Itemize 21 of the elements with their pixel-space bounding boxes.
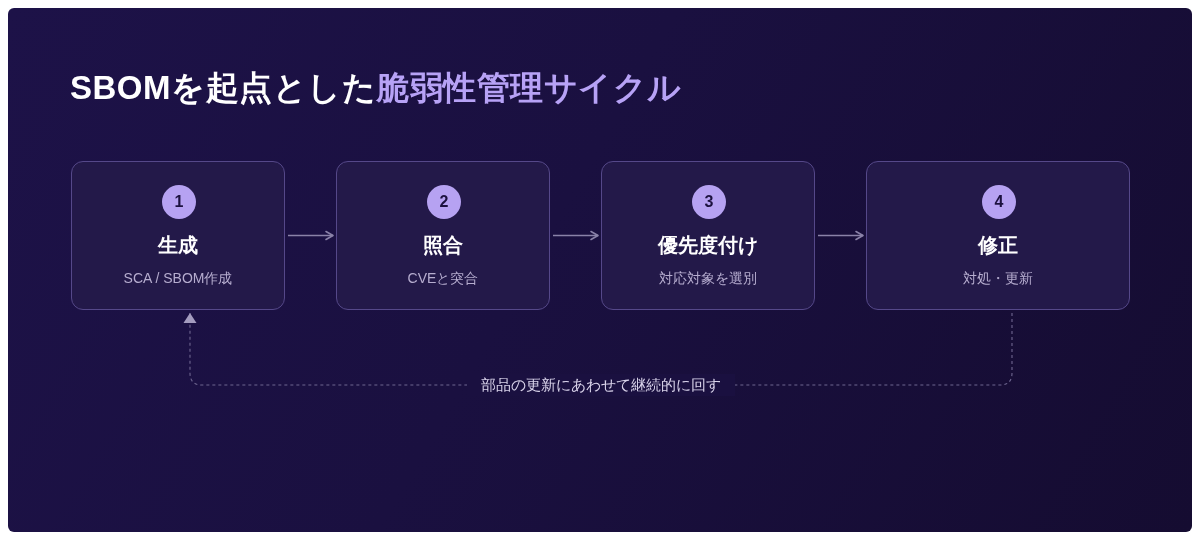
number-badge: 3: [692, 185, 726, 219]
step-box: [601, 161, 815, 310]
step-title: 生成: [158, 233, 198, 258]
step-title: 修正: [978, 233, 1018, 258]
number-badge: 1: [162, 185, 196, 219]
step-description: 対応対象を選別: [659, 269, 757, 288]
number-badge: 4: [982, 185, 1016, 219]
step-description: 対処・更新: [963, 269, 1033, 288]
step-description: CVEと突合: [407, 269, 479, 288]
step-title: 優先度付け: [658, 233, 758, 258]
number-badge: 2: [427, 185, 461, 219]
step-description: SCA / SBOM作成: [123, 269, 233, 288]
arrow: [287, 230, 334, 241]
step-box: [866, 161, 1130, 310]
edge-label: 部品の更新にあわせて継続的に回す: [467, 374, 735, 396]
arrow: [817, 230, 864, 241]
title: SBOMを起点とした脆弱性管理サイクル: [70, 68, 682, 108]
step-box: [71, 161, 285, 310]
step-box: [336, 161, 550, 310]
arrow: [552, 230, 599, 241]
step-title: 照合: [423, 233, 463, 258]
